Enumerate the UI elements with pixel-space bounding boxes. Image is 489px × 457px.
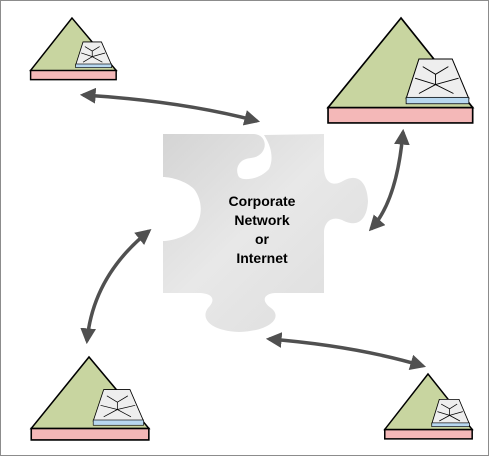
link-arrow-top-right [368,128,410,232]
link-arrow-top-left [79,87,261,126]
node-bottom-right [383,372,474,440]
node-bottom-left [29,355,151,441]
link-arrow-bottom-right [265,332,427,370]
center-label-line-2: Network [234,212,290,228]
center-label-line-1: Corporate [228,193,296,209]
node-top-right [326,16,475,124]
link-arrow-bottom-left [80,229,152,345]
center-label-line-4: Internet [236,250,288,266]
puzzle-piece [163,134,368,332]
center-label: Corporate Network or Internet [206,192,318,268]
center-label-line-3: or [255,231,269,247]
node-top-left [29,16,118,81]
